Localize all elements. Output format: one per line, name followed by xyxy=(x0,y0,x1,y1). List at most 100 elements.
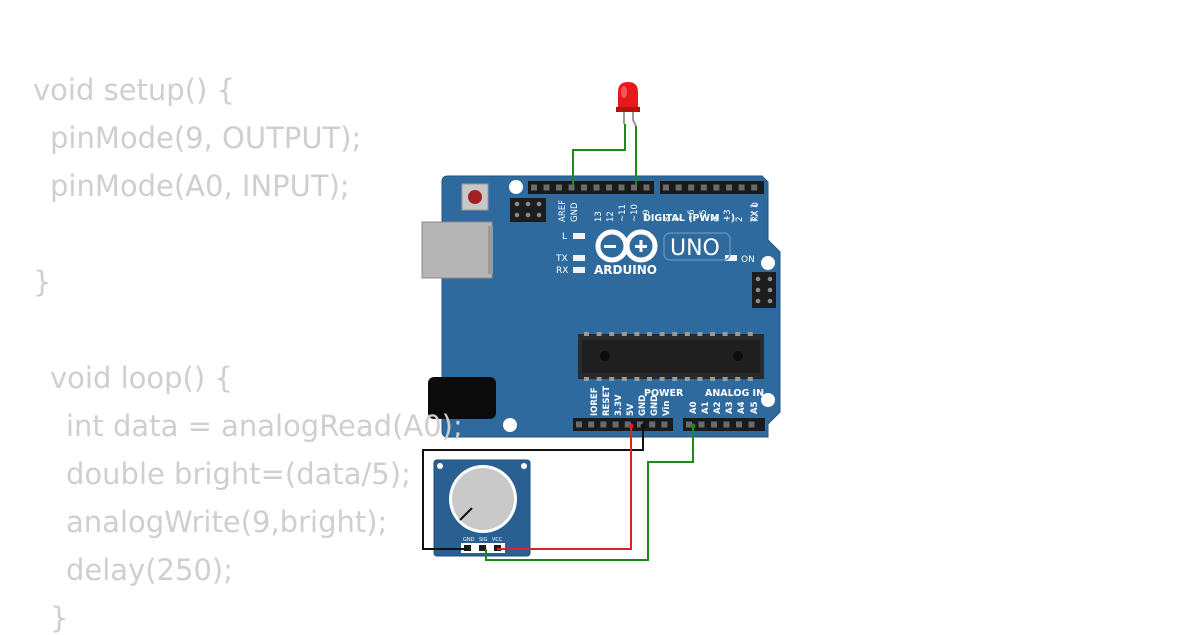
digital-pin-label: 12 xyxy=(606,211,616,222)
digital-pin-label: 8 xyxy=(663,217,673,222)
power-pin-label: IOREF xyxy=(590,387,600,416)
analog-header[interactable] xyxy=(683,418,765,431)
wire-led-to-gnd xyxy=(572,124,626,185)
digital-pin-label: ~6 xyxy=(687,209,697,222)
analog-pin-label: A2 xyxy=(713,401,723,414)
chip-pin xyxy=(735,377,741,381)
l-led xyxy=(573,233,585,239)
header-pin[interactable] xyxy=(556,184,562,191)
usb-connector xyxy=(421,221,493,279)
digital-pin-label: GND xyxy=(570,202,580,222)
header-pin[interactable] xyxy=(612,421,619,428)
header-pin[interactable] xyxy=(576,421,582,428)
digital-pin-label: AREF xyxy=(558,200,568,222)
power-pin-label: RESET xyxy=(602,386,612,416)
header-pin[interactable] xyxy=(663,184,669,191)
header-pin[interactable] xyxy=(543,184,550,191)
header-pin[interactable] xyxy=(713,184,720,191)
power-pin-label: Vin xyxy=(662,401,672,416)
reset-button[interactable] xyxy=(461,183,489,211)
power-header[interactable] xyxy=(573,418,673,431)
header-pin[interactable] xyxy=(600,421,607,428)
header-pin[interactable] xyxy=(631,184,637,191)
chip-pin xyxy=(684,377,690,381)
digital-pin-label: TX 1 xyxy=(750,203,760,223)
header-pin[interactable] xyxy=(637,421,643,428)
header-pin[interactable] xyxy=(723,421,730,428)
brand-label: ARDUINO xyxy=(594,263,657,277)
pot-pin-gnd: GND xyxy=(463,537,475,543)
wire-gnd-to-pot xyxy=(422,426,644,550)
header-pin[interactable] xyxy=(661,421,668,428)
arduino-logo-icon xyxy=(595,229,658,263)
chip-pin xyxy=(634,377,640,381)
digital-header[interactable] xyxy=(528,181,764,194)
chip-pin xyxy=(647,377,652,381)
board-model-label: UNO xyxy=(670,236,720,261)
power-pin-label: GND xyxy=(638,395,648,416)
header-pin[interactable] xyxy=(748,421,755,428)
header-pin[interactable] xyxy=(593,184,600,191)
red-led-icon[interactable] xyxy=(616,82,640,127)
chip-pin xyxy=(697,377,703,381)
chip-pin xyxy=(722,377,728,381)
header-pin[interactable] xyxy=(649,421,656,428)
chip-pin xyxy=(634,332,640,336)
digital-pin-label: 4 xyxy=(711,217,721,222)
header-pin[interactable] xyxy=(751,184,758,191)
header-pin[interactable] xyxy=(624,421,631,428)
header-pin[interactable] xyxy=(588,421,595,428)
header-pin[interactable] xyxy=(581,184,587,191)
rx-led-label: RX xyxy=(556,266,568,276)
digital-pin-label: 7 xyxy=(675,217,685,222)
header-pin[interactable] xyxy=(700,184,707,191)
header-pin[interactable] xyxy=(711,421,717,428)
l-led-label: L xyxy=(562,232,567,242)
analog-pin-label: A5 xyxy=(750,401,760,414)
potentiometer-icon[interactable]: GND SIG VCC xyxy=(433,459,531,557)
rx-led xyxy=(573,267,585,273)
digital-pin-label: RX 0 xyxy=(751,202,761,222)
chip-pin xyxy=(621,377,627,381)
header-pin[interactable] xyxy=(675,184,682,191)
power-pin-label: 3.3V xyxy=(614,394,624,416)
chip-pin xyxy=(609,377,615,381)
analog-pin-label: A1 xyxy=(701,401,711,414)
digital-pin-label: ~9 xyxy=(642,209,652,222)
tx-led xyxy=(573,255,585,261)
chip-pin xyxy=(735,332,741,336)
on-led xyxy=(725,255,737,261)
chip-pin xyxy=(747,332,753,336)
chip-pin xyxy=(659,332,665,336)
wire-a0-to-pot xyxy=(485,426,694,561)
pot-pin-sig: SIG xyxy=(479,537,488,543)
header-pin[interactable] xyxy=(738,184,745,191)
chip-pin xyxy=(684,332,690,336)
chip-pin xyxy=(584,377,589,381)
digital-pin-label: 13 xyxy=(594,211,604,222)
header-pin[interactable] xyxy=(726,184,732,191)
header-pin[interactable] xyxy=(643,184,650,191)
power-pin-label: GND xyxy=(650,395,660,416)
header-pin[interactable] xyxy=(531,184,537,191)
icsp-header xyxy=(510,198,546,222)
header-pin[interactable] xyxy=(698,421,705,428)
icsp2-header xyxy=(752,272,776,308)
wire-5v-to-pot xyxy=(497,426,632,550)
header-pin[interactable] xyxy=(688,184,695,191)
tx-led-label: TX xyxy=(555,254,568,264)
header-pin[interactable] xyxy=(568,184,575,191)
header-pin[interactable] xyxy=(736,421,742,428)
wires[interactable] xyxy=(422,124,696,561)
digital-pin-label: 2 xyxy=(735,217,745,222)
analog-pin-label: A4 xyxy=(737,401,747,414)
header-pin[interactable] xyxy=(618,184,625,191)
header-pin[interactable] xyxy=(606,184,612,191)
pot-pin-vcc: VCC xyxy=(492,537,503,543)
chip-pin xyxy=(584,332,589,336)
header-pin[interactable] xyxy=(686,421,692,428)
